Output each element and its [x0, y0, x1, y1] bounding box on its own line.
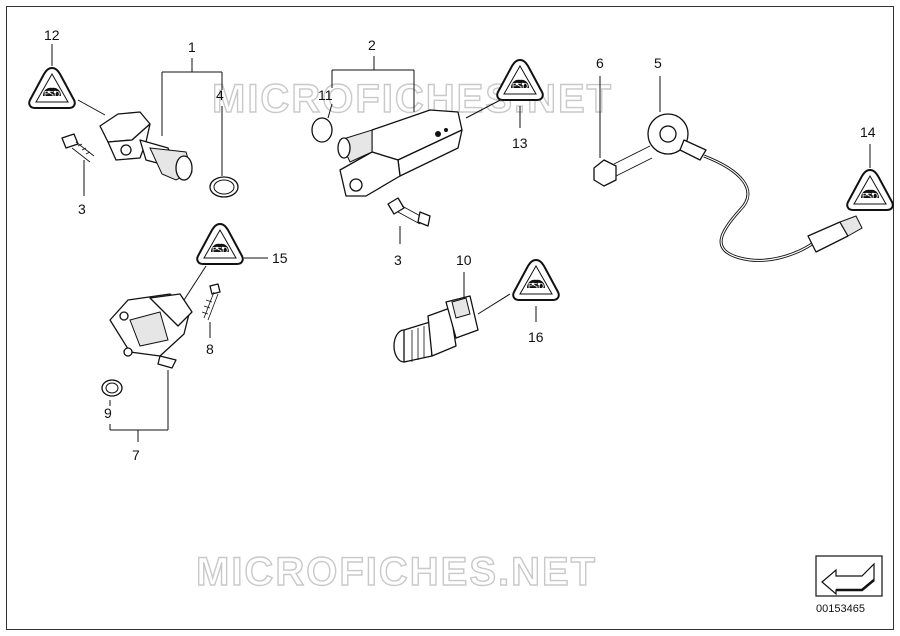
callout-2: 2	[368, 37, 376, 53]
reference-arrow-box	[815, 555, 883, 597]
callout-12: 12	[44, 27, 60, 43]
watermark-bottom: MICROFICHES.NET	[196, 550, 597, 594]
callout-1: 1	[188, 39, 196, 55]
diagram-frame	[6, 6, 894, 630]
emblem-text: ESD	[44, 90, 60, 99]
crankshaft-sensor	[337, 109, 463, 197]
callout-9: 9	[104, 405, 112, 421]
watermark-top: MICROFICHES.NET	[212, 77, 613, 121]
warning-emblem-13: ESD	[496, 59, 544, 101]
warning-emblem-15: ESD	[196, 223, 244, 265]
callout-5: 5	[654, 55, 662, 71]
o-ring-9	[101, 379, 123, 397]
document-number: 00153465	[816, 603, 865, 615]
camshaft-sensor	[99, 111, 193, 181]
callout-10: 10	[456, 252, 472, 268]
callout-15: 15	[272, 250, 288, 266]
callout-11: 11	[318, 87, 333, 103]
o-ring-11	[311, 117, 333, 143]
callout-16: 16	[528, 329, 544, 345]
emblem-text: ESD	[862, 192, 878, 201]
warning-emblem-16: ESD	[512, 259, 560, 301]
bolt-6	[593, 145, 653, 187]
bolt-3b	[387, 197, 431, 227]
warning-emblem-14: ESD	[846, 169, 894, 211]
callout-6: 6	[596, 55, 604, 71]
knock-sensor	[647, 113, 863, 262]
emblem-text: ESD	[528, 282, 544, 291]
callout-3-center: 3	[394, 252, 402, 268]
callout-14: 14	[860, 124, 876, 140]
callout-8: 8	[206, 341, 214, 357]
screw-8	[201, 283, 221, 321]
callout-13: 13	[512, 135, 528, 151]
warning-emblem-12: ESD	[28, 67, 76, 109]
callout-4: 4	[216, 87, 224, 103]
callout-7: 7	[132, 447, 140, 463]
pressure-sensor	[109, 293, 193, 369]
emblem-text: ESD	[512, 82, 528, 91]
emblem-text: ESD	[212, 246, 228, 255]
bolt-3a	[61, 133, 95, 163]
temperature-sensor	[393, 295, 479, 363]
callout-3-left: 3	[78, 201, 86, 217]
